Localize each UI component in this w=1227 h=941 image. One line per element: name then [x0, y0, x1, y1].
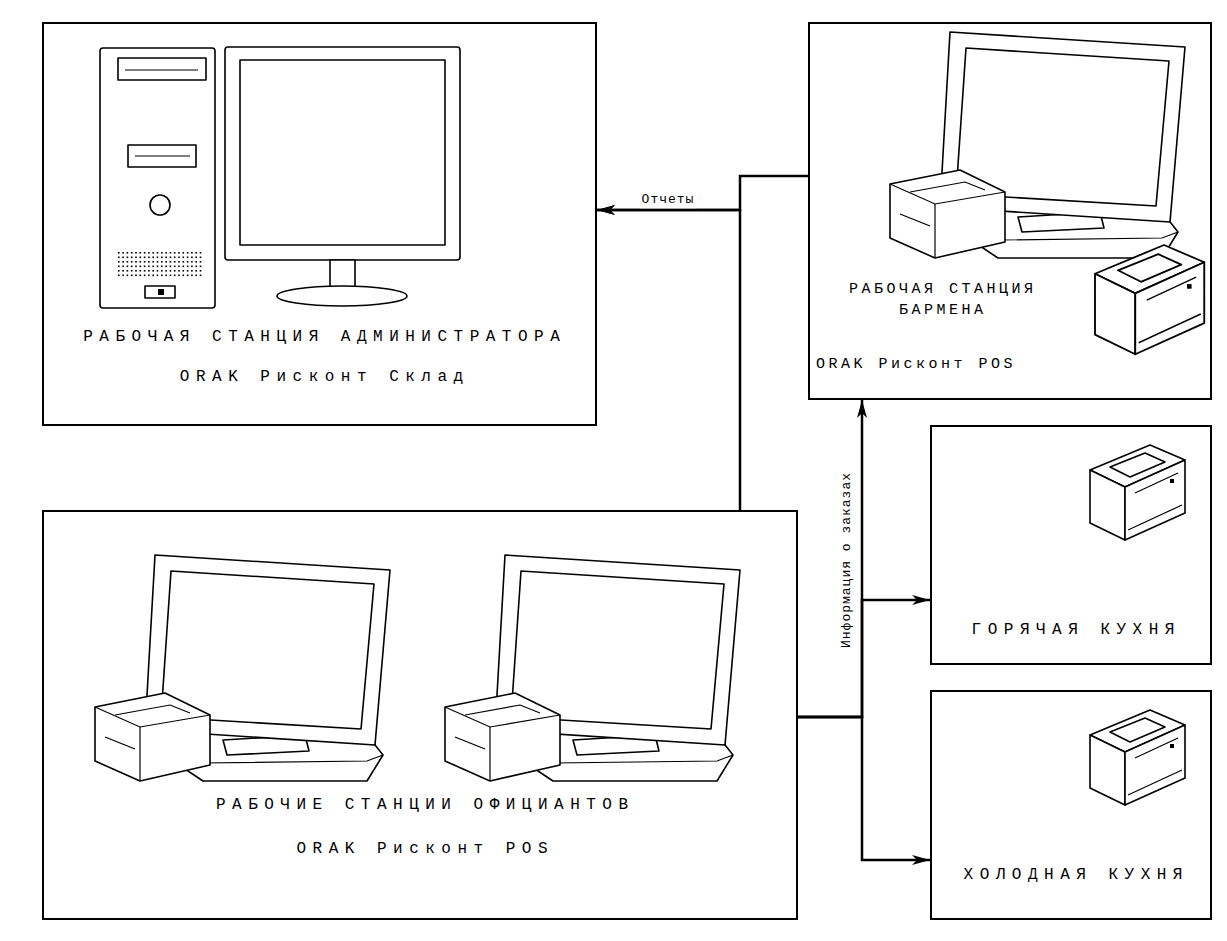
- flow-arrow: [597, 176, 808, 210]
- pc-tower: [100, 48, 215, 308]
- pos-terminal: [890, 32, 1185, 258]
- workstation-group-box: РАБОЧИЕ СТАНЦИИ ОФИЦИАНТОВ ORAK Рисконт P…: [42, 510, 798, 920]
- flow-arrow: [597, 210, 740, 510]
- flow-arrow: [798, 717, 930, 860]
- flow-label: Информация о заказах: [839, 470, 855, 650]
- software-name: ORAK Рисконт POS: [44, 838, 800, 860]
- receipt-printer: [1095, 245, 1204, 354]
- kitchen-printer: [1090, 710, 1185, 805]
- station-title: ХОЛОДНАЯ КУХНЯ: [932, 864, 1214, 886]
- pc-monitor: [225, 47, 460, 306]
- workstation-box: РАБОЧАЯ СТАНЦИЯ АДМИНИСТРАТОРА ORAK Риско…: [42, 22, 597, 426]
- pos-terminal: [95, 555, 390, 781]
- station-title: РАБОЧИЕ СТАНЦИИ ОФИЦИАНТОВ: [44, 794, 800, 816]
- software-name: ORAK Рисконт Склад: [44, 366, 599, 388]
- station-title: ГОРЯЧАЯ КУХНЯ: [932, 619, 1214, 641]
- kitchen-printer-box: ХОЛОДНАЯ КУХНЯ: [930, 690, 1212, 920]
- flow-arrow: [798, 400, 862, 717]
- pc-grille: [118, 252, 201, 276]
- software-name: ORAK Рисконт POS: [816, 354, 1066, 375]
- kitchen-printer-box: ГОРЯЧАЯ КУХНЯ: [930, 425, 1212, 665]
- flow-arrow: [798, 600, 930, 717]
- flow-label: Отчеты: [640, 192, 697, 208]
- pos-terminal: [445, 555, 740, 781]
- station-title: РАБОЧАЯ СТАНЦИЯ АДМИНИСТРАТОРА: [44, 326, 599, 348]
- workstation-box: РАБОЧАЯ СТАНЦИЯ БАРМЕНА ORAK Рисконт POS: [808, 22, 1212, 400]
- kitchen-printer: [1090, 445, 1185, 540]
- station-title: РАБОЧАЯ СТАНЦИЯ БАРМЕНА: [816, 279, 1066, 321]
